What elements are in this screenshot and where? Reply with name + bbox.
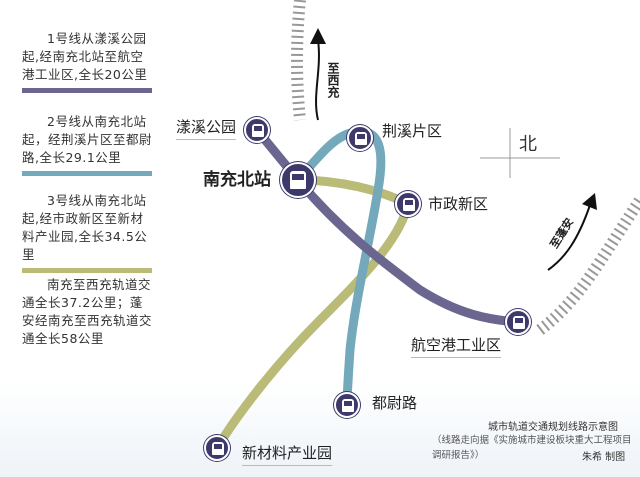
line-3: [212, 175, 414, 453]
north-marker: [480, 128, 560, 178]
station-train-icon: [244, 117, 270, 143]
caption-title: 城市轨道交通规划线路示意图: [488, 422, 618, 433]
legend-text: 3号线从南充北站起,经市政新区至新材料产业园,全长34.5公里: [22, 193, 148, 262]
legend-line-3: 3号线从南充北站起,经市政新区至新材料产业园,全长34.5公里: [22, 192, 152, 273]
north-label: 北: [519, 134, 537, 155]
legend-text: 2号线从南充北站起，经荆溪片区至都尉路,全长29.1公里: [22, 114, 153, 165]
arrow-to-xichong: [315, 39, 320, 121]
railway-track-east: [536, 196, 640, 335]
station-train-icon: [334, 392, 360, 418]
direction-label-xichong: 至西充: [326, 62, 340, 98]
legend-bar-line-1: [22, 88, 152, 93]
legend-line-1: 1号线从漾溪公园起,经南充北站至航空港工业区,全长20公里: [22, 30, 152, 93]
legend-text: 1号线从漾溪公园起,经南充北站至航空港工业区,全长20公里: [22, 31, 148, 82]
arrow-head-xichong: [310, 28, 326, 44]
station-train-icon: [505, 309, 531, 335]
station-label-jingxi: 荆溪片区: [382, 122, 443, 140]
legend-bar-line-3: [22, 268, 152, 273]
caption-source: （线路走向据《实施城市建设板块重大工程项目调研报告》）: [432, 435, 632, 461]
station-train-icon: [395, 191, 421, 217]
legend-text: 南充至西充轨道交通全长37.2公里；蓬安经南充至西充轨道交通全长58公里: [22, 277, 153, 346]
station-label-nanchong-north: 南充北站: [203, 170, 271, 190]
line-2: [293, 127, 386, 410]
station-label-yangxi-park: 漾溪公园: [176, 116, 237, 140]
arrow-to-pengan: [547, 204, 591, 271]
station-train-icon: [204, 435, 230, 461]
caption-author: 朱希 制图: [582, 452, 626, 463]
railway-track-north: [291, 0, 306, 121]
station-label-duweilu: 都尉路: [372, 394, 418, 412]
station-train-icon: [347, 125, 373, 151]
station-train-icon: [280, 162, 316, 198]
legend-bar-line-2: [22, 171, 152, 176]
station-label-airport-industrial: 航空港工业区: [411, 334, 502, 358]
legend-intercity: 南充至西充轨道交通全长37.2公里；蓬安经南充至西充轨道交通全长58公里: [22, 276, 152, 348]
station-label-shizheng: 市政新区: [428, 195, 489, 213]
line-1: [252, 125, 523, 327]
arrow-head-pengan: [582, 193, 597, 210]
legend-line-2: 2号线从南充北站起，经荆溪片区至都尉路,全长29.1公里: [22, 113, 152, 176]
station-label-new-materials-park: 新材料产业园: [242, 442, 333, 466]
